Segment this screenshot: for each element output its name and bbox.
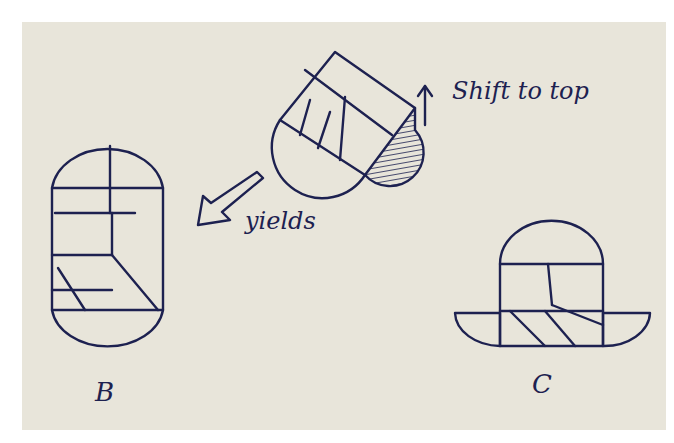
figure-label: B [95, 378, 114, 407]
figure-label: C [532, 370, 552, 399]
yields-note: yields [245, 208, 316, 234]
shift-note: Shift to top [452, 78, 589, 104]
